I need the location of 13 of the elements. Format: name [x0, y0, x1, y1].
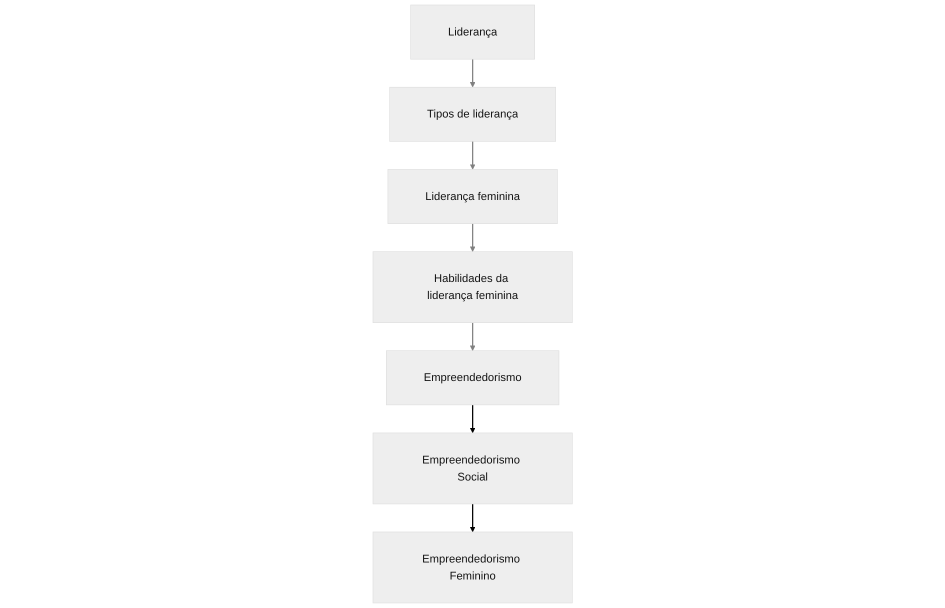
node-box: Liderança — [410, 4, 535, 60]
arrow — [470, 141, 476, 170]
arrow — [470, 224, 476, 252]
arrow — [470, 404, 476, 434]
arrow — [470, 504, 476, 532]
arrow — [470, 59, 476, 88]
node-box: Habilidades da liderança feminina — [372, 251, 572, 323]
node-box: Empreendedorismo Feminino — [372, 532, 572, 604]
node-box: Tipos de liderança — [389, 86, 556, 142]
arrow — [470, 322, 476, 351]
node-box: Liderança feminina — [387, 169, 558, 224]
node-box: Empreendedorismo — [386, 350, 560, 406]
node-box: Empreendedorismo Social — [372, 432, 572, 504]
